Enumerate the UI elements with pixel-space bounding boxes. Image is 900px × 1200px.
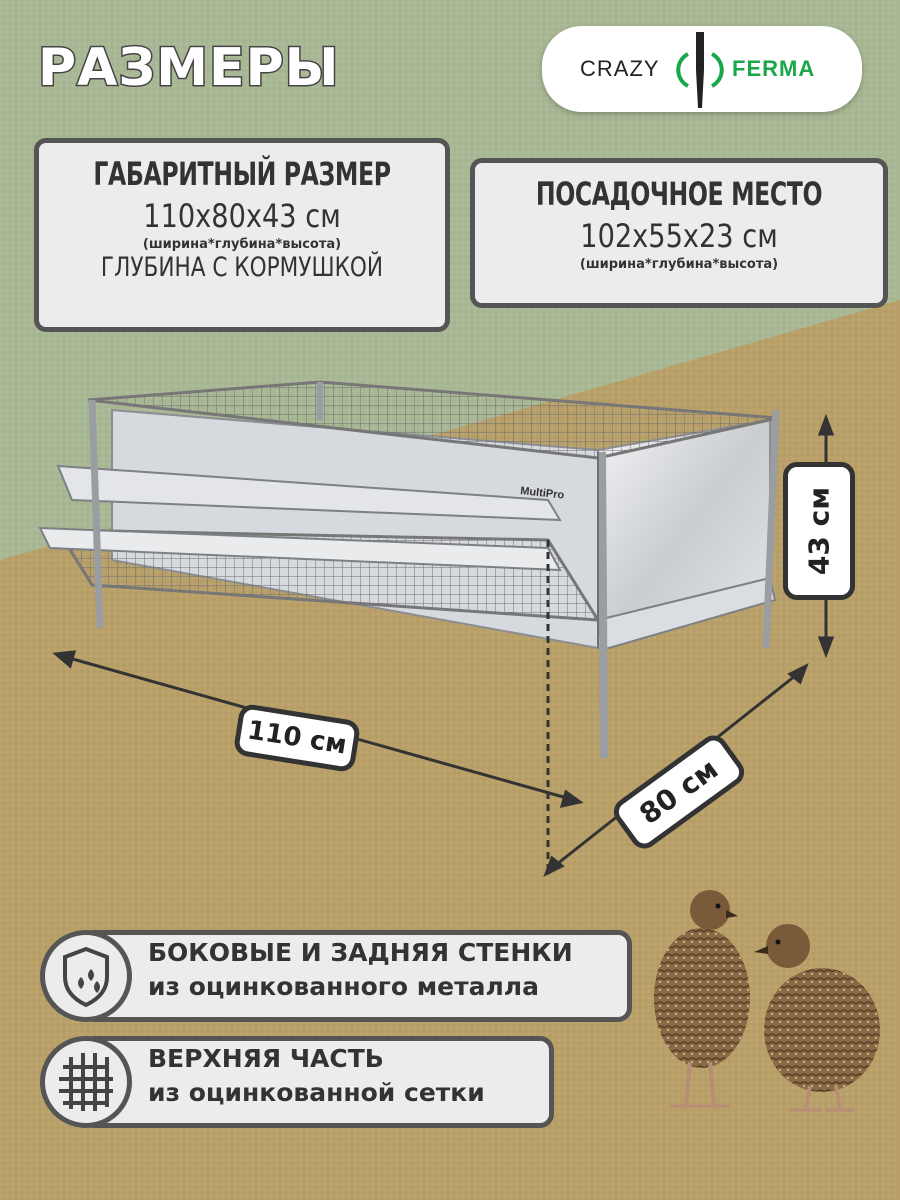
seat-size-box: ПОСАДОЧНОЕ МЕСТО 102x55x23 см (ширина*гл… (470, 158, 888, 308)
overall-sub: (ширина*глубина*высота) (142, 237, 342, 252)
brand-logo: CRAZY FERMA (542, 26, 862, 112)
page-title: РАЗМЕРЫ (37, 37, 341, 100)
quail-image (654, 890, 880, 1112)
cage-brand-label: MultiPro (520, 485, 565, 502)
feature-top-title: ВЕРХНЯЯ ЧАСТЬ (148, 1044, 384, 1073)
feature-top-desc: из оцинкованной сетки (148, 1078, 485, 1107)
seat-heading: ПОСАДОЧНОЕ МЕСТО (535, 175, 823, 213)
overall-note: ГЛУБИНА С КОРМУШКОЙ (100, 252, 384, 283)
seat-sub: (ширина*глубина*высота) (579, 257, 779, 272)
logo-text-left: CRAZY (580, 56, 660, 81)
shield-icon (63, 946, 109, 1008)
feature-walls: БОКОВЫЕ И ЗАДНЯЯ СТЕНКИ из оцинкованного… (40, 930, 632, 1022)
overall-value: 110x80x43 см (143, 197, 341, 235)
feature-walls-desc: из оцинкованного металла (148, 972, 539, 1001)
logo-mark-icon (676, 32, 724, 108)
height-label: 43 см (802, 486, 836, 576)
feature-walls-title: БОКОВЫЕ И ЗАДНЯЯ СТЕНКИ (148, 938, 573, 967)
height-label-box: 43 см (783, 462, 855, 600)
logo-text-right: FERMA (732, 56, 816, 81)
overall-heading: ГАБАРИТНЫЙ РАЗМЕР (93, 155, 391, 193)
feature-top: ВЕРХНЯЯ ЧАСТЬ из оцинкованной сетки (40, 1036, 554, 1128)
seat-value: 102x55x23 см (580, 217, 778, 255)
overall-size-box: ГАБАРИТНЫЙ РАЗМЕР 110x80x43 см (ширина*г… (34, 138, 450, 332)
grid-icon (59, 1053, 113, 1111)
